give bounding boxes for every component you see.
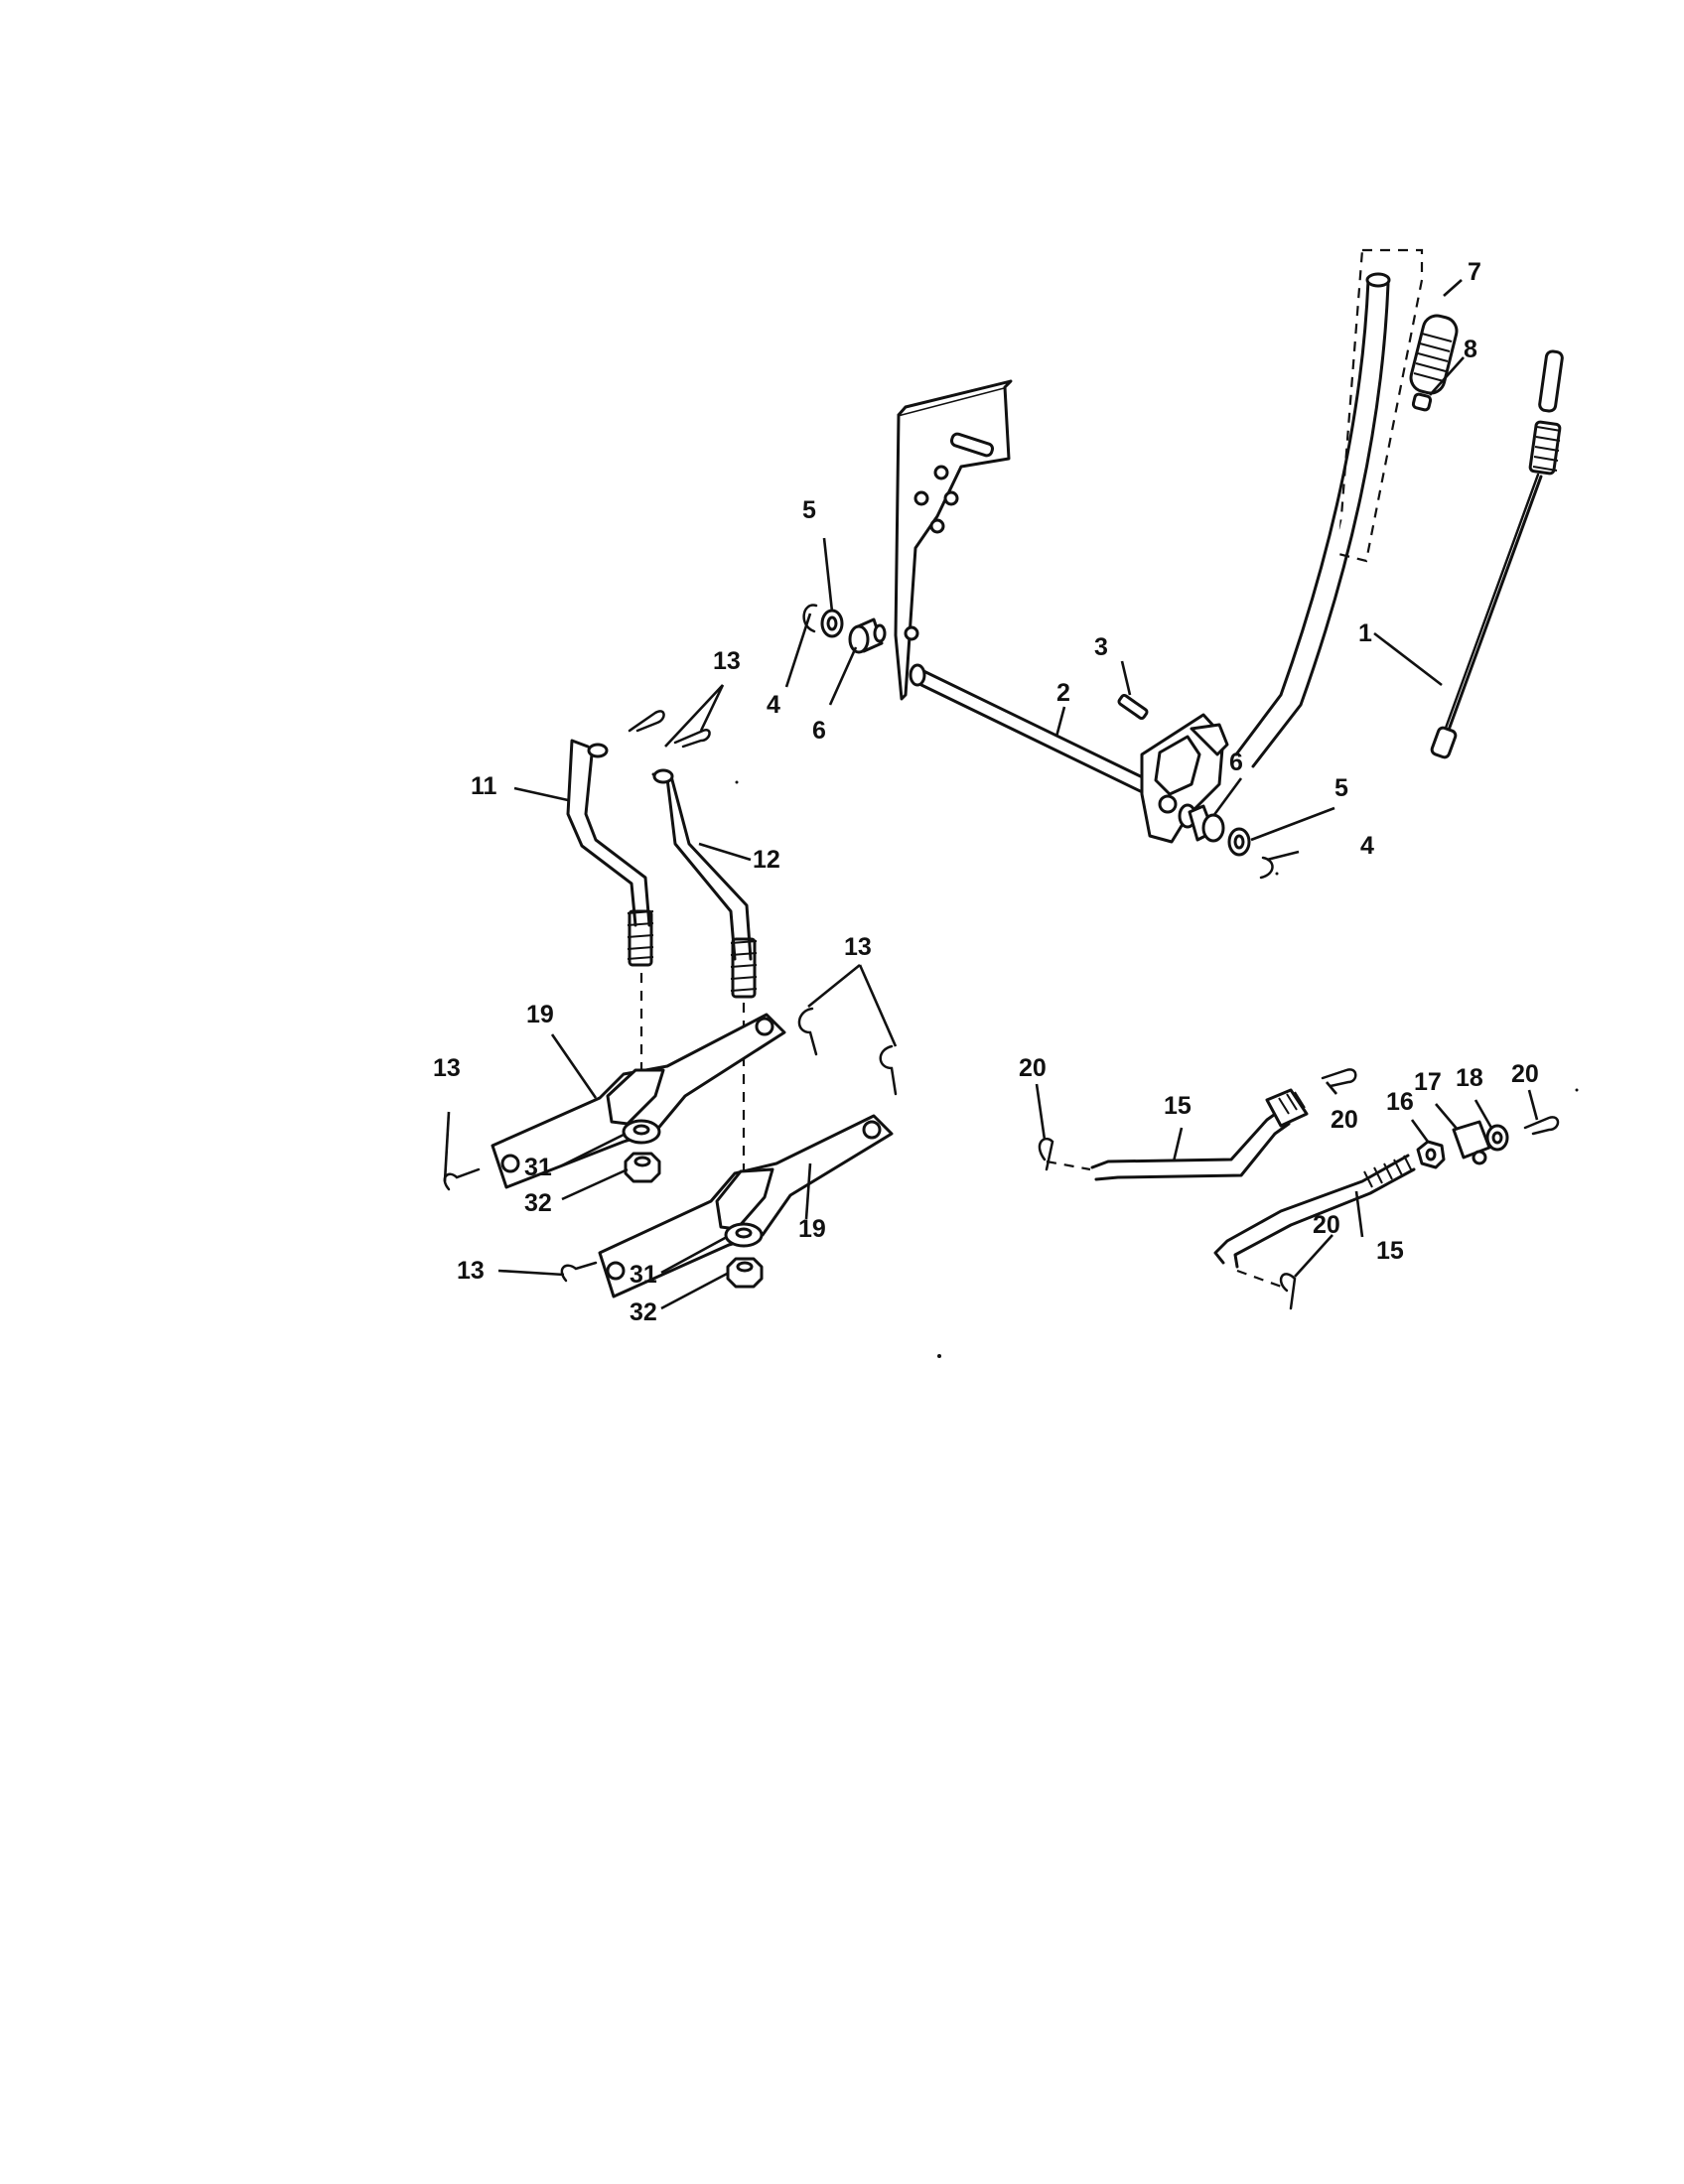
part-4-clip-right <box>1259 856 1274 880</box>
callout-13-top: 13 <box>713 647 741 675</box>
leader-lines <box>443 279 1539 1310</box>
lift-handle <box>1234 272 1391 768</box>
callout-13-left: 13 <box>433 1054 461 1082</box>
callout-6-left: 6 <box>812 717 826 745</box>
callout-3: 3 <box>1094 633 1108 661</box>
callout-20-left: 20 <box>1019 1054 1047 1082</box>
callout-19-lower: 19 <box>798 1215 826 1243</box>
part-8-bushing <box>1411 392 1433 412</box>
part-11-lift-link <box>566 739 654 967</box>
grip-phantom-outline <box>1336 248 1424 563</box>
callout-8: 8 <box>1464 336 1477 363</box>
callout-19-upper: 19 <box>526 1001 554 1028</box>
part-1-spring-rod <box>1430 349 1564 759</box>
callout-2: 2 <box>1056 679 1070 707</box>
speck <box>735 780 739 784</box>
callout-15-lower: 15 <box>1376 1237 1404 1265</box>
speck <box>937 1354 941 1358</box>
callout-20-lower: 20 <box>1313 1211 1340 1239</box>
callout-5-right: 5 <box>1334 774 1348 802</box>
part-7-handle-grip <box>1409 314 1459 395</box>
part-13-clip-bottom <box>560 1261 598 1283</box>
part-12-lift-link <box>651 768 758 999</box>
callout-13-right: 13 <box>844 933 872 961</box>
part-13-clips-right <box>797 1007 898 1096</box>
part-19-lift-arm-lower <box>598 1114 894 1298</box>
part-6-bushing-right <box>1188 804 1225 843</box>
part-4-clip-left <box>802 604 818 633</box>
part-20-clips <box>1038 1068 1560 1310</box>
callout-31-upper: 31 <box>524 1154 552 1181</box>
callout-32-upper: 32 <box>524 1189 552 1217</box>
callout-7: 7 <box>1468 258 1481 286</box>
part-5-washer-left <box>820 609 844 638</box>
callout-labels: 1 2 3 4 4 5 5 6 6 7 8 11 12 13 13 13 13 … <box>433 258 1539 1326</box>
part-18-spacer <box>1485 1124 1509 1152</box>
part-15-rod-upper <box>1046 1088 1309 1181</box>
callout-15-upper: 15 <box>1164 1092 1192 1120</box>
callout-16: 16 <box>1386 1088 1414 1116</box>
part-5-washer-right <box>1227 827 1251 857</box>
callout-32-lower: 32 <box>630 1298 657 1326</box>
callout-18: 18 <box>1456 1064 1483 1092</box>
callout-12: 12 <box>753 846 780 874</box>
callout-6-right: 6 <box>1229 749 1243 776</box>
callout-13-bottom: 13 <box>457 1257 485 1285</box>
callout-17: 17 <box>1414 1068 1442 1096</box>
callout-20-middle: 20 <box>1331 1106 1358 1134</box>
callout-4-left: 4 <box>767 691 780 719</box>
callout-31-lower: 31 <box>630 1261 657 1289</box>
speck <box>1575 1088 1579 1092</box>
callout-4-right: 4 <box>1360 832 1374 860</box>
callout-1: 1 <box>1358 619 1372 647</box>
part-6-bushing-left <box>848 617 887 654</box>
part-19-lift-arm-upper <box>491 1013 786 1189</box>
part-16-nut <box>1416 1140 1446 1169</box>
part-15-rod-lower <box>1213 1154 1416 1291</box>
part-13-clips-top <box>628 710 711 749</box>
callout-5-left: 5 <box>802 496 816 524</box>
callout-11: 11 <box>471 772 497 800</box>
part-2-lift-shaft <box>909 663 1229 844</box>
part-17-trunnion <box>1452 1120 1491 1165</box>
part-3-roll-pin <box>1117 693 1149 721</box>
callout-20-right: 20 <box>1511 1060 1539 1088</box>
mounting-plate <box>894 379 1013 701</box>
part-31-washer-lower <box>724 1222 764 1248</box>
part-13-clip-left <box>443 1167 481 1191</box>
speck <box>1275 872 1279 876</box>
part-32-nut-upper <box>624 1152 661 1183</box>
part-32-nut-lower <box>726 1257 764 1289</box>
part-31-washer-upper <box>622 1119 661 1145</box>
